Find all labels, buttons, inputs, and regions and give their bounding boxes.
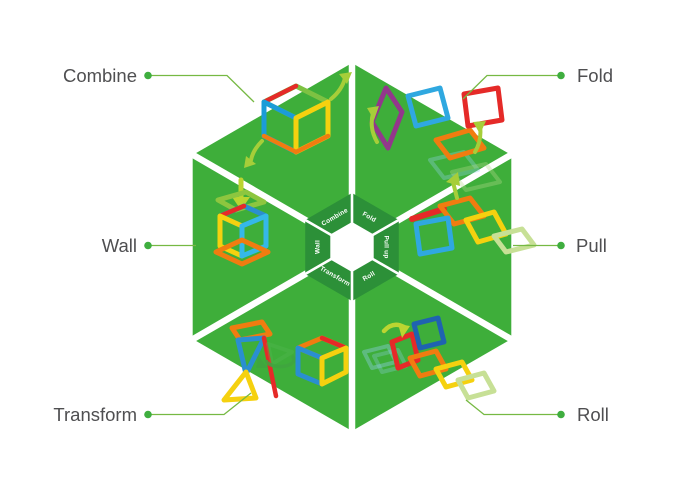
cube-red-edge <box>217 203 247 219</box>
leader-dots <box>144 71 565 419</box>
tile-red <box>389 331 421 371</box>
center-ring: Combine Fold Pull up Roll Transform Wall <box>297 185 407 309</box>
arrow-head <box>473 121 486 134</box>
leader-roll <box>465 399 558 416</box>
callout-wall: Wall <box>102 235 137 256</box>
arrow-head <box>367 106 379 120</box>
tile-lightgreen-float <box>215 189 267 213</box>
leader-dot <box>144 241 152 250</box>
triangle-yellow <box>221 369 259 403</box>
illustration-roll <box>362 315 497 401</box>
illustration-fold <box>367 85 505 192</box>
leader-dot <box>144 71 152 80</box>
illustration-combine <box>244 72 352 168</box>
arrow-head <box>398 324 410 338</box>
segment-transform <box>192 247 352 431</box>
cube-right-yellow <box>319 345 349 387</box>
illustration-pull <box>409 172 537 257</box>
leader-lines <box>150 74 559 416</box>
leader-fold <box>462 74 559 100</box>
base-orange <box>213 237 271 267</box>
cube-right-cyan <box>239 213 269 259</box>
cube-red-edge <box>319 335 349 351</box>
arrow-head <box>244 156 256 168</box>
callout-fold: Fold <box>577 65 613 86</box>
leader-dot <box>557 241 565 250</box>
rotate-cycle-arrow-icon <box>264 354 296 369</box>
ghost-shape <box>266 342 294 366</box>
ring-label-wall: Wall <box>314 240 321 254</box>
tile-yellow <box>433 359 475 390</box>
center-hole <box>330 222 374 272</box>
leader-transform <box>150 392 252 416</box>
tile-blue <box>411 315 447 351</box>
tile-blue <box>413 215 455 257</box>
tile-lightgreen <box>455 370 497 401</box>
tile-orange <box>407 348 449 379</box>
callout-roll: Roll <box>577 404 609 425</box>
segment-fold <box>352 63 512 247</box>
arrow-head <box>256 356 268 368</box>
pull-up-arrow-icon <box>451 180 459 200</box>
illustration-wall <box>213 177 271 267</box>
leader-dot <box>557 71 565 80</box>
callout-pull: Pull <box>576 235 607 256</box>
segment-roll <box>352 247 512 431</box>
callout-labels: Combine Fold Wall Pull Transform Roll <box>53 65 613 425</box>
arrow-head <box>339 72 352 84</box>
leader-dot <box>557 410 565 419</box>
tile-blue <box>405 85 451 129</box>
tile-orange <box>433 127 487 161</box>
tile-red-edgeon <box>409 206 447 222</box>
triangle-blue <box>235 335 267 377</box>
illustration-transform <box>221 319 349 403</box>
segment-wall <box>192 155 352 339</box>
strut-red <box>261 335 279 399</box>
callout-transform: Transform <box>53 404 137 425</box>
tile-orange-edge <box>261 133 331 155</box>
arrow-head <box>232 197 250 210</box>
ring-label-pull-up: Pull up <box>383 235 390 258</box>
tile-red-edge <box>261 83 299 105</box>
tile-red <box>461 85 505 129</box>
leader-combine <box>150 74 255 103</box>
ghost-tile <box>450 162 502 192</box>
tile-orange-top <box>229 319 273 343</box>
arrow-head <box>446 172 460 186</box>
rotate-arrow-icon <box>249 139 264 162</box>
leader-dot <box>144 410 152 419</box>
callout-combine: Combine <box>63 65 137 86</box>
